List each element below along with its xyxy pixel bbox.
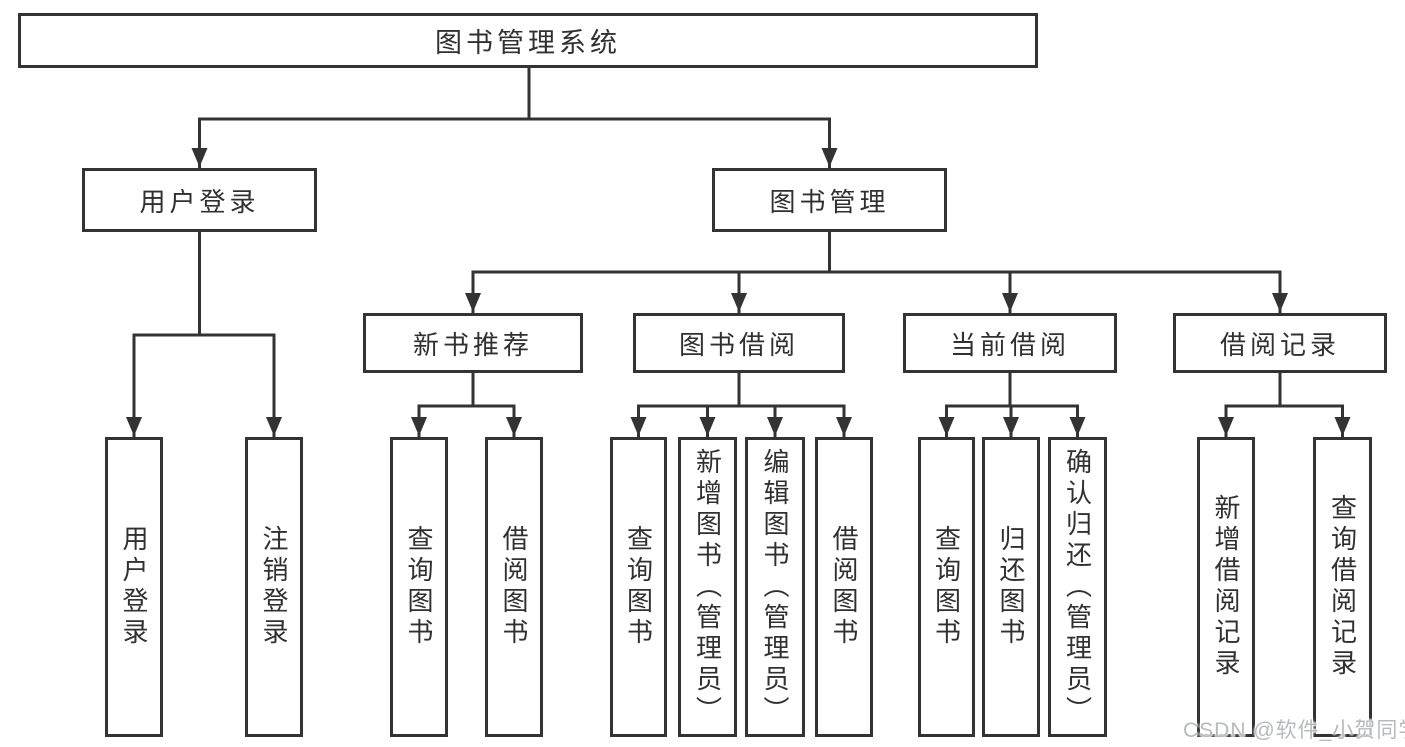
leaf-br-add-record: 新增借阅记录 <box>1197 437 1255 737</box>
leaf-label: 借阅图书 <box>499 525 529 649</box>
leaf-rec-borrow-books: 借阅图书 <box>485 437 543 737</box>
node-label: 用户登录 <box>139 186 260 217</box>
leaf-label: 注销登录 <box>259 525 289 649</box>
leaf-logout-login: 注销登录 <box>245 437 303 737</box>
leaf-label: 归还图书 <box>996 525 1026 649</box>
edges-borrow-records <box>1218 371 1351 438</box>
edges-user-login <box>126 230 282 438</box>
node-new-book-recommend: 新书推荐 <box>363 313 583 373</box>
node-current-borrow: 当前借阅 <box>903 313 1117 373</box>
leaf-label: 新增图书（管理员） <box>692 447 723 727</box>
leaf-rec-query-books: 查询图书 <box>390 437 448 737</box>
leaf-user-login: 用户登录 <box>105 437 163 737</box>
edges-book-management <box>465 230 1288 314</box>
node-user-login: 用户登录 <box>82 168 317 232</box>
leaf-label: 查询借阅记录 <box>1327 494 1358 680</box>
leaf-cb-return-books: 归还图书 <box>982 437 1040 737</box>
leaf-br-query-record: 查询借阅记录 <box>1313 437 1372 737</box>
leaf-cb-query-books: 查询图书 <box>918 437 975 737</box>
edges-new-book-recommend <box>411 371 522 438</box>
node-label: 新书推荐 <box>412 329 533 360</box>
leaf-label: 查询图书 <box>404 525 434 649</box>
leaf-bb-edit-books-admin: 编辑图书（管理员） <box>745 437 805 737</box>
node-label: 借阅记录 <box>1219 329 1340 360</box>
leaf-label: 新增借阅记录 <box>1211 494 1241 680</box>
leaf-bb-add-books-admin: 新增图书（管理员） <box>678 437 737 737</box>
node-label: 图书管理 <box>769 186 890 217</box>
leaf-label: 查询图书 <box>623 525 654 649</box>
leaf-label: 确认归还（管理员） <box>1062 447 1093 727</box>
edges-current-borrow <box>938 371 1086 438</box>
leaf-label: 用户登录 <box>119 525 149 649</box>
leaf-label: 编辑图书（管理员） <box>760 447 790 727</box>
node-label: 图书借阅 <box>678 329 799 360</box>
node-label: 图书管理系统 <box>435 28 621 58</box>
leaf-label: 查询图书 <box>931 525 962 649</box>
node-label: 当前借阅 <box>949 329 1070 360</box>
watermark: CSDN @软件_小贺同学 <box>1183 719 1405 742</box>
node-root: 图书管理系统 <box>18 13 1038 68</box>
node-book-management: 图书管理 <box>712 168 947 232</box>
node-borrow-records: 借阅记录 <box>1173 313 1387 373</box>
leaf-cb-confirm-return-admin: 确认归还（管理员） <box>1048 437 1107 737</box>
leaf-label: 借阅图书 <box>829 525 859 649</box>
node-book-borrow: 图书借阅 <box>633 313 845 373</box>
edges-root <box>191 66 838 169</box>
leaf-bb-query-books: 查询图书 <box>610 437 667 737</box>
edges-book-borrow <box>630 371 852 438</box>
leaf-bb-borrow-books: 借阅图书 <box>815 437 873 737</box>
